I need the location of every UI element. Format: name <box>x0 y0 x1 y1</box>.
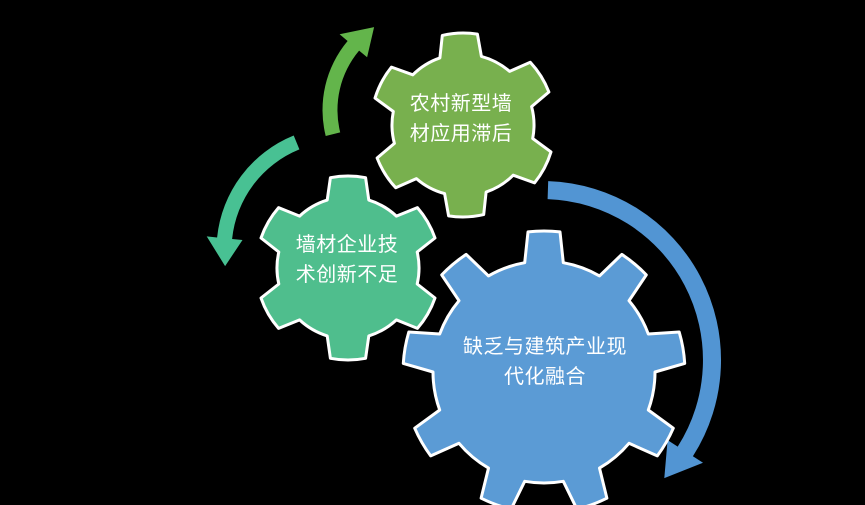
curved-arrow-clockwise-down <box>547 181 722 479</box>
curved-arrow-up <box>322 27 375 137</box>
gear-rural-wall-materials <box>373 31 553 219</box>
gear-enterprise-innovation <box>259 174 437 362</box>
gear-industry-modernization <box>401 229 687 505</box>
curved-arrow-down-left <box>206 135 300 267</box>
